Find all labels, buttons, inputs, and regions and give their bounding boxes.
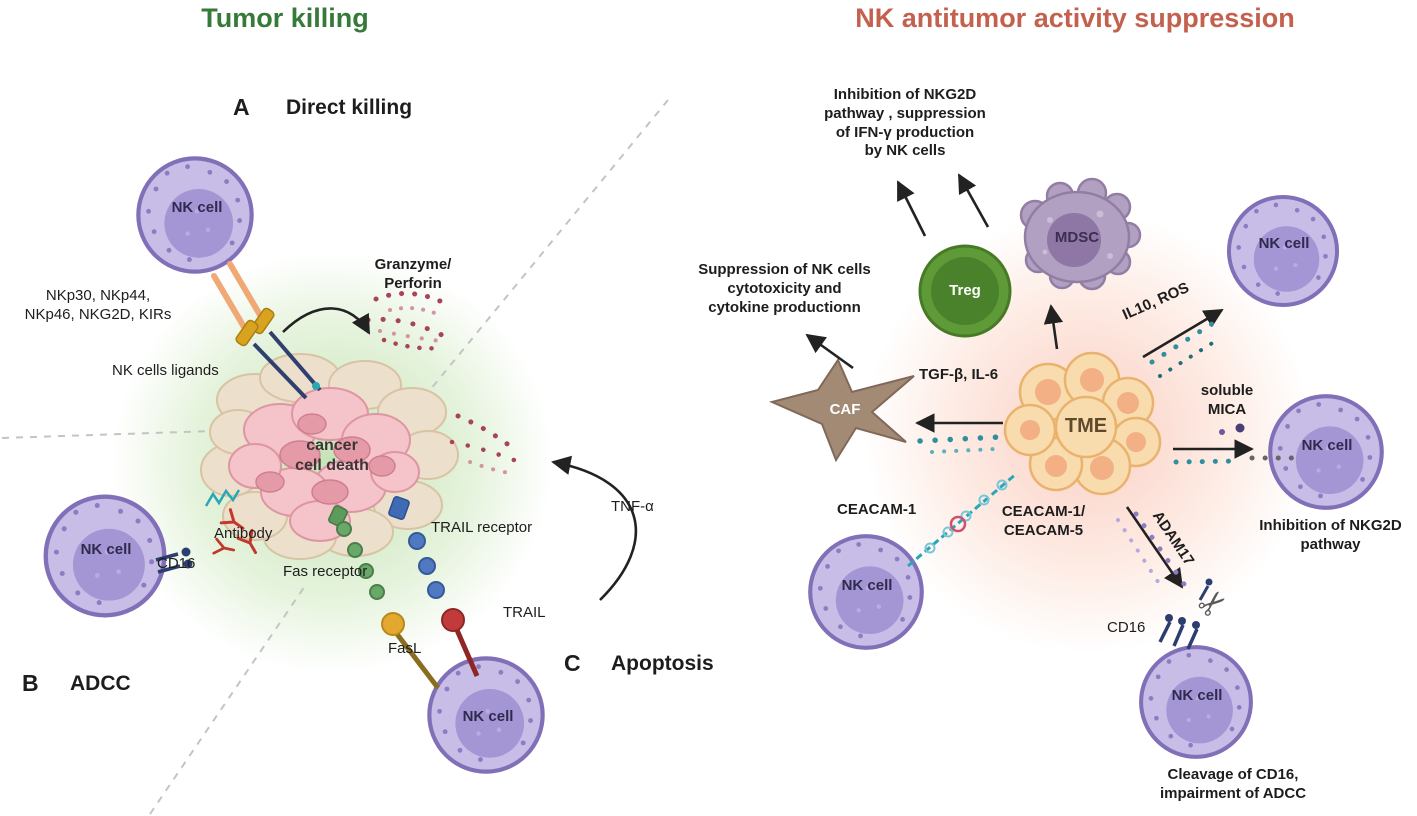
antibody-label: Antibody — [214, 525, 273, 542]
section-b-letter: B — [22, 670, 39, 696]
nk-cell-label: NK cell — [841, 577, 893, 594]
caf-label: CAF — [829, 401, 861, 418]
mica-particle — [1235, 423, 1245, 433]
mica-particle — [1219, 429, 1225, 435]
fasl-label: FasL — [388, 640, 422, 657]
tgf-il6-label: TGF-β, IL-6 — [919, 366, 999, 383]
soluble-mica-label: soluble MICA — [1200, 382, 1254, 418]
nk-cell-label: NK cell — [80, 541, 132, 558]
trail-receptor-label: TRAIL receptor — [431, 519, 533, 536]
tme-label: TME — [1064, 415, 1108, 437]
section-c-letter: C — [564, 650, 581, 676]
nk-cell-label: NK cell — [1301, 437, 1353, 454]
nk-cell-label: NK cell — [462, 708, 514, 725]
section-c-label: Apoptosis — [611, 652, 714, 675]
fas-receptor-label: Fas receptor — [283, 563, 368, 580]
cleavage-label: Cleavage of CD16, impairment of ADCC — [1159, 766, 1307, 802]
annotation-nkg2d-ifn: Inhibition of NKG2D pathway , suppressio… — [824, 86, 986, 160]
cd16-right-label: CD16 — [1107, 619, 1146, 636]
tnf-alpha-label: TNF-α — [611, 498, 654, 515]
nk-cell-label: NK cell — [1171, 687, 1223, 704]
section-a-label: Direct killing — [286, 96, 413, 119]
granzyme-label: Granzyme/ Perforin — [374, 256, 452, 292]
left-panel-title: Tumor killing — [201, 3, 369, 33]
section-b-label: ADCC — [70, 672, 131, 695]
ligands-label: NK cells ligands — [112, 362, 219, 379]
ceacam1-label: CEACAM-1 — [837, 501, 917, 518]
inhibition-nkg2d-label: Inhibition of NKG2D pathway — [1259, 517, 1402, 553]
trail-label: TRAIL — [503, 604, 546, 621]
cd16-label: CD16 — [157, 555, 196, 572]
treg-label: Treg — [949, 282, 981, 299]
nk-cell-label: NK cell — [1258, 235, 1310, 252]
section-a-letter: A — [233, 94, 250, 120]
right-panel-title: NK antitumor activity suppression — [855, 3, 1295, 33]
receptor-list-label: NKp30, NKp44, NKp46, NKG2D, KIRs — [24, 287, 172, 323]
ceacam1-5-label: CEACAM-1/ CEACAM-5 — [1001, 503, 1086, 539]
annotation-suppression: Suppression of NK cells cytotoxicity and… — [698, 261, 871, 316]
cancer-cell-death-label: cancer cell death — [295, 437, 369, 474]
mdsc-label: MDSC — [1054, 229, 1100, 246]
nk-cell-label: NK cell — [171, 199, 223, 216]
